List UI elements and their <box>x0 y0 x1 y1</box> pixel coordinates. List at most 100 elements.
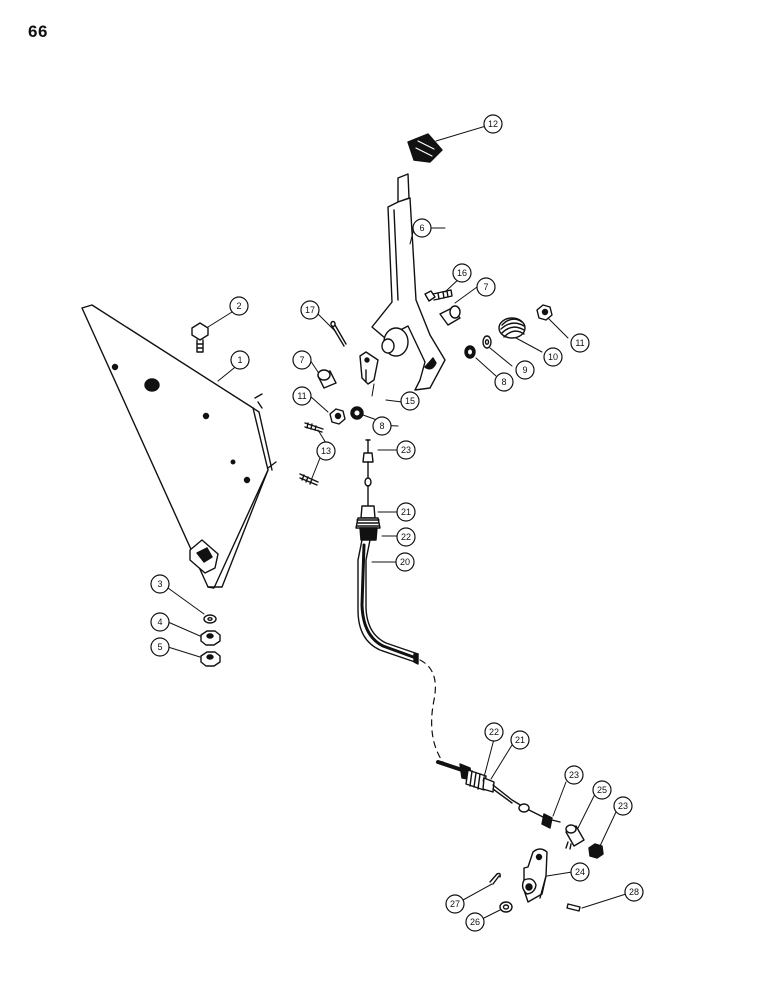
callout-circle <box>300 300 320 320</box>
callout-13: 13 <box>316 441 336 461</box>
callout-12: 12 <box>483 114 503 134</box>
spring <box>498 317 526 339</box>
callout-circle <box>150 612 170 632</box>
callout-circle <box>613 796 633 816</box>
callout-3: 3 <box>150 574 170 594</box>
callout-label: 7 <box>483 282 488 292</box>
callout-circle <box>483 114 503 134</box>
callout-circle <box>292 386 312 406</box>
callout-23: 23 <box>613 796 633 816</box>
callouts: 1234567788910111112131516172021212222232… <box>150 114 644 932</box>
callout-10: 10 <box>543 347 563 367</box>
callout-circle <box>515 360 535 380</box>
callout-circle <box>400 391 420 411</box>
callout-circle <box>570 862 590 882</box>
callout-label: 22 <box>489 727 499 737</box>
callout-circle <box>452 263 472 283</box>
callout-26: 26 <box>465 912 485 932</box>
callout-label: 12 <box>488 119 498 129</box>
callout-circle <box>564 765 584 785</box>
pin-lower <box>566 903 581 912</box>
callout-circle <box>624 882 644 902</box>
callout-circle <box>465 912 485 932</box>
callout-label: 5 <box>157 642 162 652</box>
cotter-pin <box>330 320 347 347</box>
callout-22: 22 <box>396 527 416 547</box>
hand-lever <box>371 173 446 391</box>
callout-7: 7 <box>476 277 496 297</box>
callout-17: 17 <box>300 300 320 320</box>
callout-circle <box>396 527 416 547</box>
callout-label: 21 <box>515 735 525 745</box>
clevis <box>359 351 379 385</box>
callout-21: 21 <box>396 502 416 522</box>
callout-label: 8 <box>501 377 506 387</box>
callout-label: 11 <box>575 338 584 348</box>
callout-4: 4 <box>150 612 170 632</box>
callout-label: 21 <box>401 507 411 517</box>
callout-7: 7 <box>292 350 312 370</box>
callout-16: 16 <box>452 263 472 283</box>
callout-circle <box>476 277 496 297</box>
mounting-plate <box>81 304 277 589</box>
callout-label: 13 <box>321 446 331 456</box>
callout-label: 6 <box>419 223 424 233</box>
callout-25: 25 <box>592 780 612 800</box>
washer-lower <box>499 901 513 913</box>
callout-circle <box>592 780 612 800</box>
callout-circle <box>484 722 504 742</box>
washer-left <box>350 406 364 420</box>
callout-label: 15 <box>405 396 415 406</box>
callout-circle <box>396 440 416 460</box>
cotter-pin-lower <box>489 872 501 885</box>
callout-1: 1 <box>230 350 250 370</box>
callout-circle <box>292 350 312 370</box>
callout-label: 3 <box>157 579 162 589</box>
callout-label: 23 <box>569 770 579 780</box>
cable-continuation-line <box>419 659 446 766</box>
upper-cable-assembly <box>355 439 419 665</box>
callout-circle <box>412 218 432 238</box>
callout-circle <box>570 333 590 353</box>
callout-circle <box>543 347 563 367</box>
ferrule <box>565 824 585 850</box>
bushing-upper <box>439 305 461 326</box>
nut-left <box>329 408 346 425</box>
callout-label: 10 <box>548 352 558 362</box>
callout-23: 23 <box>564 765 584 785</box>
callout-label: 7 <box>299 355 304 365</box>
callout-23: 23 <box>396 440 416 460</box>
callout-label: 1 <box>237 355 242 365</box>
callout-circle <box>445 894 465 914</box>
callout-circle <box>372 416 392 436</box>
lever-knob <box>407 133 443 163</box>
washer-right <box>464 345 476 359</box>
callout-28: 28 <box>624 882 644 902</box>
callout-label: 23 <box>618 801 628 811</box>
callout-11: 11 <box>570 333 590 353</box>
callout-circle <box>316 441 336 461</box>
callout-circle <box>229 296 249 316</box>
callout-label: 24 <box>575 867 585 877</box>
callout-label: 9 <box>522 365 527 375</box>
callout-5: 5 <box>150 637 170 657</box>
nut-upper <box>536 304 553 321</box>
callout-20: 20 <box>395 552 415 572</box>
callout-circle <box>230 350 250 370</box>
callout-22: 22 <box>484 722 504 742</box>
callout-circle <box>510 730 530 750</box>
callout-label: 25 <box>597 785 607 795</box>
pivot-bolt <box>424 289 453 302</box>
lower-cable-assembly <box>436 760 561 829</box>
callout-11: 11 <box>292 386 312 406</box>
callout-label: 28 <box>629 887 639 897</box>
callout-9: 9 <box>515 360 535 380</box>
callout-24: 24 <box>570 862 590 882</box>
callout-label: 27 <box>450 899 460 909</box>
callout-circle <box>150 637 170 657</box>
callout-27: 27 <box>445 894 465 914</box>
callout-label: 16 <box>457 268 467 278</box>
washer-9 <box>482 335 492 349</box>
